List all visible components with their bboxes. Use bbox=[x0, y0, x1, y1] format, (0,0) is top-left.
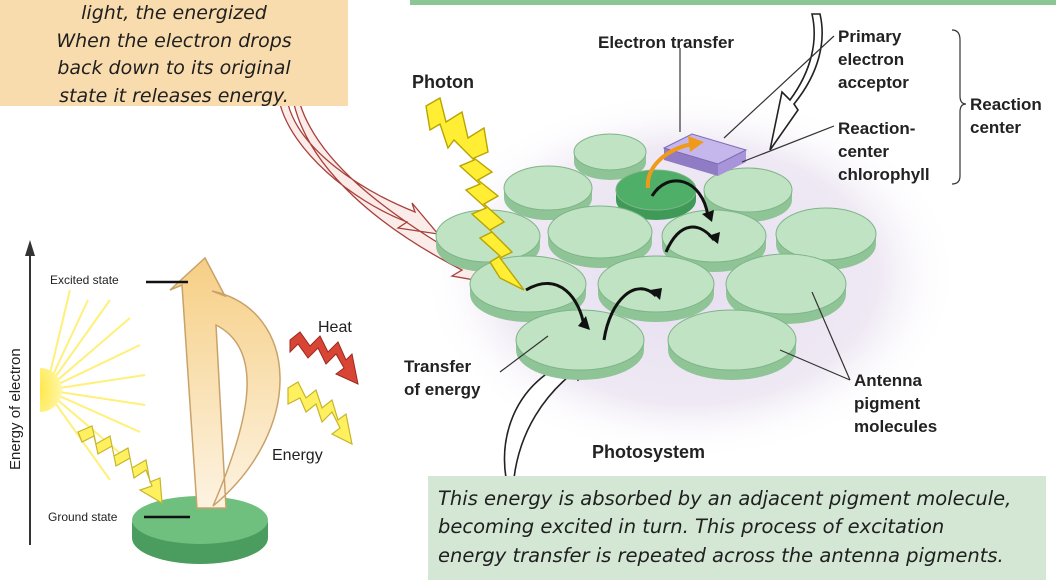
reaction-center-label: Reaction center bbox=[970, 95, 1042, 137]
ground-state-label: Ground state bbox=[48, 510, 118, 524]
antenna-pigment-disk bbox=[667, 309, 797, 371]
top-green-bar bbox=[410, 0, 1056, 5]
energy-axis-label: Energy of electron bbox=[7, 348, 24, 470]
callout-line: state it releases energy. bbox=[59, 84, 289, 107]
electron-transfer-arrow bbox=[645, 142, 693, 189]
heat-label: Heat bbox=[318, 319, 352, 336]
label-pointer-lines bbox=[499, 29, 967, 381]
transfer-line: of energy bbox=[404, 380, 481, 399]
rc-chlorophyll-line: Reaction- bbox=[838, 119, 915, 138]
photon-arrow-icon bbox=[425, 96, 525, 291]
antenna-pigment-disk bbox=[775, 207, 877, 261]
rc-chlorophyll-line: chlorophyll bbox=[838, 165, 930, 184]
antenna-pigment-disk bbox=[515, 309, 645, 371]
photon-label: Photon bbox=[412, 72, 474, 92]
photosystem-title: Photosystem bbox=[592, 442, 705, 462]
electron-release-callout: light, the energized When the electron d… bbox=[0, 0, 348, 107]
antenna-line: pigment bbox=[854, 394, 920, 413]
reaction-center-chlorophyll-label: Reaction- center chlorophyll bbox=[838, 119, 930, 184]
heat-arrow-icon bbox=[289, 331, 359, 385]
excitation-arrow bbox=[169, 256, 281, 509]
antenna-pigment-disk bbox=[573, 133, 647, 171]
callout-line: When the electron drops bbox=[56, 29, 292, 52]
callout-line: energy transfer is repeated across the a… bbox=[438, 543, 1004, 567]
acceptor-pointer-arrow bbox=[769, 13, 823, 151]
transfer-line: Transfer bbox=[404, 357, 471, 376]
primary-acceptor-label: Primary electron acceptor bbox=[838, 27, 909, 92]
reaction-center-line: Reaction bbox=[970, 95, 1042, 114]
primary-acceptor-line: Primary bbox=[838, 27, 902, 46]
reaction-center-line: center bbox=[970, 118, 1021, 137]
callout-line: back down to its original bbox=[57, 57, 291, 80]
excited-state-label: Excited state bbox=[50, 273, 119, 287]
antenna-line: molecules bbox=[854, 417, 937, 436]
callout-line: light, the energized bbox=[81, 2, 267, 24]
antenna-line: Antenna bbox=[854, 371, 923, 390]
energy-transfer-arrowheads bbox=[578, 210, 720, 330]
antenna-pigment-disk bbox=[503, 165, 593, 211]
electron-transfer-label: Electron transfer bbox=[598, 33, 734, 52]
antenna-label: Antenna pigment molecules bbox=[854, 371, 937, 436]
rc-chlorophyll-line: center bbox=[838, 142, 889, 161]
energy-level-diagram: Energy of electron Exci bbox=[7, 240, 359, 564]
energy-transfer-callout: This energy is absorbed by an adjacent p… bbox=[428, 476, 1046, 580]
primary-acceptor-line: acceptor bbox=[838, 73, 909, 92]
sun-icon bbox=[40, 368, 62, 412]
callout-line: This energy is absorbed by an adjacent p… bbox=[438, 487, 1012, 510]
incoming-photon-icon bbox=[77, 425, 163, 505]
electron-transfer-arrowhead bbox=[688, 136, 704, 152]
primary-acceptor-line: electron bbox=[838, 50, 904, 69]
callout-line: becoming excited in turn. This process o… bbox=[438, 515, 945, 539]
transfer-of-energy-label: Transfer of energy bbox=[404, 357, 481, 399]
energy-axis-arrowhead bbox=[25, 240, 35, 256]
antenna-pigment-disk bbox=[725, 253, 847, 315]
ground-state-disk bbox=[132, 496, 268, 544]
antenna-pigment-disk bbox=[703, 167, 793, 213]
energy-arrow-icon bbox=[287, 381, 353, 446]
antenna-pigment-disk bbox=[469, 255, 587, 313]
photosystem-disks bbox=[435, 133, 877, 380]
energy-label: Energy bbox=[272, 447, 323, 464]
antenna-pigment-disk bbox=[547, 205, 653, 259]
primary-electron-acceptor bbox=[662, 133, 748, 176]
antenna-pigment-disk bbox=[597, 255, 715, 313]
